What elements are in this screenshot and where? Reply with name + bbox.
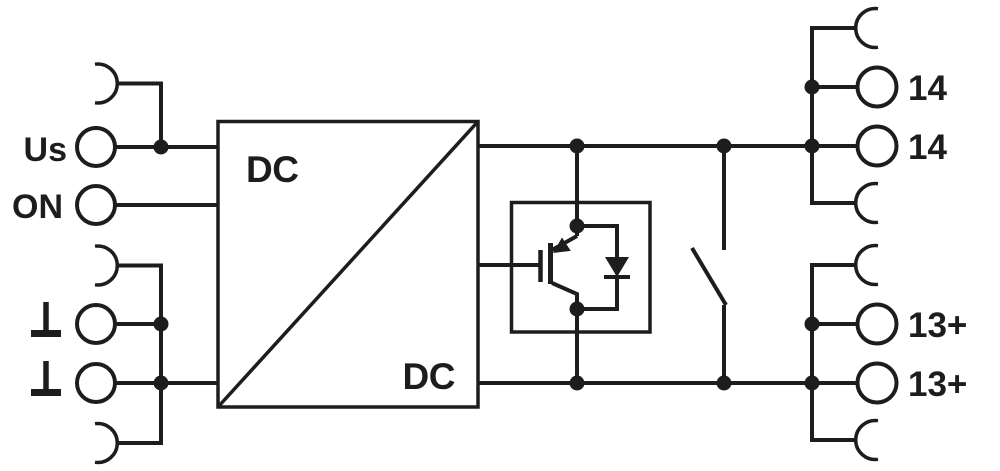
junction-dot xyxy=(569,138,585,154)
junction-dot xyxy=(804,138,820,154)
terminal-us xyxy=(75,126,117,168)
bridge-socket-arc-icon xyxy=(94,62,119,105)
bridge-socket-arc-icon xyxy=(94,244,119,287)
input-terminal-group: Us ON xyxy=(12,62,218,465)
dc-dc-converter: DC DC xyxy=(216,119,480,409)
switch-blade-icon xyxy=(690,246,728,307)
junction-dot xyxy=(153,316,169,332)
terminal-14-a xyxy=(855,65,899,109)
output-bus-13 xyxy=(810,263,857,442)
junction-dot xyxy=(804,79,820,95)
wire-diode-cathode xyxy=(577,277,619,311)
junction-dot xyxy=(804,316,820,332)
converter-output-label: DC xyxy=(403,356,455,397)
diode-triangle-icon xyxy=(605,257,629,277)
junction-dot xyxy=(153,375,169,391)
ground-icon xyxy=(31,361,61,396)
terminal-on xyxy=(75,184,117,226)
switch-contact xyxy=(690,138,732,391)
label-on: ON xyxy=(12,188,63,226)
terminal-ground-2 xyxy=(75,362,117,404)
bridge-socket-arc-icon xyxy=(854,181,879,225)
terminal-13-b xyxy=(855,361,899,405)
terminal-14-b xyxy=(855,124,899,168)
converter-input-label: DC xyxy=(246,149,298,190)
junction-dot xyxy=(569,375,585,391)
junction-dot xyxy=(153,139,169,155)
converter-diagonal xyxy=(216,120,480,409)
terminal-13-a xyxy=(855,302,899,346)
junction-dot xyxy=(569,301,585,317)
junction-dot xyxy=(716,375,732,391)
output-bus-14 xyxy=(810,26,857,205)
label-us: Us xyxy=(24,131,67,169)
junction-dot xyxy=(716,138,732,154)
label-14-a: 14 xyxy=(908,69,947,108)
igbt-with-diode xyxy=(538,138,630,391)
igbt-arrow-icon xyxy=(553,237,571,253)
output-wiring xyxy=(478,144,812,385)
wire-ground-bus xyxy=(117,263,163,445)
junction-dot xyxy=(804,375,820,391)
label-13-b: 13+ xyxy=(908,365,967,404)
output-terminal-group-14: 14 14 xyxy=(804,6,947,225)
bridge-socket-arc-icon xyxy=(854,243,879,287)
label-13-a: 13+ xyxy=(908,306,967,345)
ground-icon xyxy=(31,302,61,337)
output-terminal-group-13: 13+ 13+ xyxy=(804,243,967,462)
bridge-socket-arc-icon xyxy=(94,421,119,465)
wire xyxy=(117,81,163,147)
bridge-socket-arc-icon xyxy=(854,418,879,462)
label-14-b: 14 xyxy=(908,128,947,167)
junction-dot xyxy=(569,218,585,234)
bridge-socket-arc-icon xyxy=(854,6,879,50)
terminal-ground-1 xyxy=(75,303,117,345)
wire-diode-anode xyxy=(577,224,619,258)
